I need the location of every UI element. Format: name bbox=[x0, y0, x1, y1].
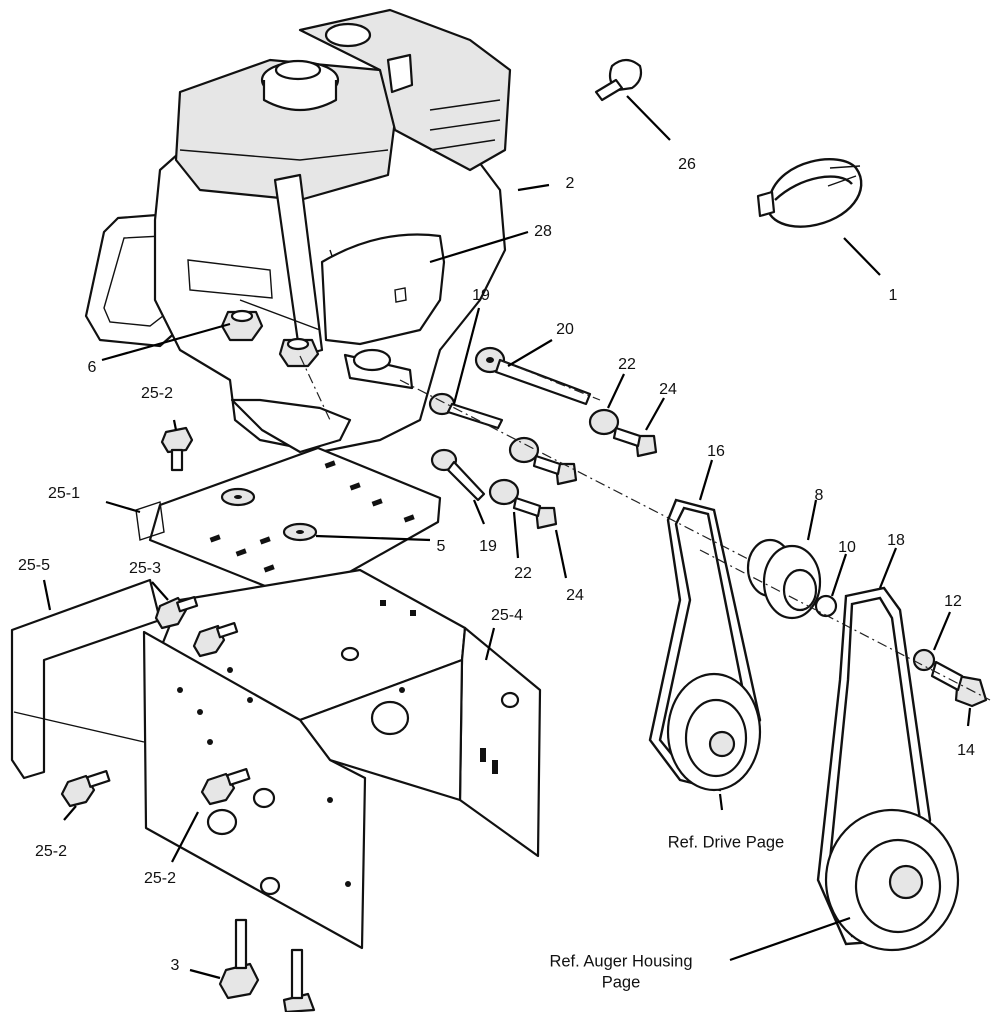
callout-25-4: 25-4 bbox=[490, 606, 524, 624]
side-channel bbox=[10, 578, 162, 780]
engine bbox=[84, 8, 512, 454]
idler-hardware bbox=[299, 346, 751, 561]
callout-24-lower: 24 bbox=[566, 586, 584, 604]
callout-25-2-left: 25-2 bbox=[34, 842, 68, 860]
callout-19-lower: 19 bbox=[479, 537, 497, 555]
callout-20: 20 bbox=[556, 320, 574, 338]
ref-auger-housing-note-line2: Page bbox=[601, 973, 641, 992]
callout-25-2-bottom: 25-2 bbox=[143, 869, 177, 887]
bolts bbox=[60, 426, 316, 1012]
leader-lines bbox=[42, 95, 972, 980]
callout-5: 5 bbox=[436, 537, 446, 555]
callout-14: 14 bbox=[957, 741, 975, 759]
callout-10: 10 bbox=[838, 538, 856, 556]
callout-25-2-top: 25-2 bbox=[140, 384, 174, 402]
callout-24-upper: 24 bbox=[659, 380, 677, 398]
callout-26: 26 bbox=[678, 155, 696, 173]
callout-8: 8 bbox=[814, 486, 824, 504]
callout-6: 6 bbox=[87, 358, 97, 376]
callout-16: 16 bbox=[707, 442, 725, 460]
callout-3: 3 bbox=[170, 956, 180, 974]
belts-and-pulleys bbox=[648, 498, 960, 952]
callout-19-upper: 19 bbox=[472, 286, 490, 304]
callout-18: 18 bbox=[887, 531, 905, 549]
frame-box bbox=[142, 568, 542, 950]
ref-drive-page-note: Ref. Drive Page bbox=[667, 833, 785, 852]
callout-22-upper: 22 bbox=[618, 355, 636, 373]
callout-12: 12 bbox=[944, 592, 962, 610]
electric-cord bbox=[756, 158, 863, 228]
engine-pulley bbox=[699, 538, 991, 708]
callout-25-5: 25-5 bbox=[17, 556, 51, 574]
callout-28: 28 bbox=[534, 222, 552, 240]
ignition-key bbox=[594, 58, 643, 102]
callout-1: 1 bbox=[888, 286, 898, 304]
callout-2: 2 bbox=[565, 174, 575, 192]
ref-auger-housing-note-line1: Ref. Auger Housing bbox=[549, 952, 693, 971]
callout-22-lower: 22 bbox=[514, 564, 532, 582]
callout-25-3: 25-3 bbox=[128, 559, 162, 577]
mounting-plate bbox=[135, 446, 442, 602]
callout-25-1: 25-1 bbox=[47, 484, 81, 502]
